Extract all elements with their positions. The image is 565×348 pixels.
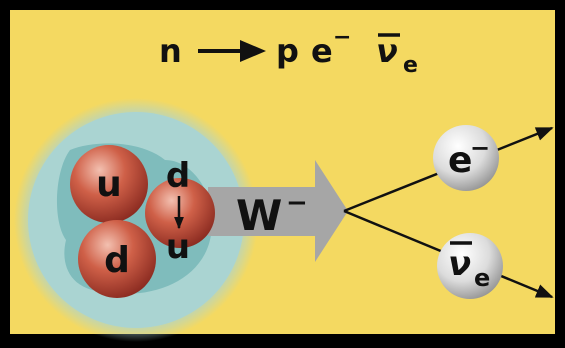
quark-changing-to-label: u <box>166 227 190 267</box>
w-boson-arrow: W − <box>208 160 348 262</box>
equation-neutron: n <box>159 32 182 70</box>
quark-d-bottom: d <box>78 220 156 298</box>
electron: e − <box>433 125 499 191</box>
electron-charge: − <box>470 134 490 162</box>
equation-antineutrino-subscript: e <box>403 53 418 78</box>
equation-arrow <box>198 40 266 62</box>
quark-u-top: u <box>70 145 148 223</box>
decay-equation: n p e − ν e <box>159 25 418 78</box>
antineutrino: ν e <box>437 233 503 299</box>
antineutrino-label: ν <box>448 244 471 284</box>
equation-electron-charge: − <box>333 25 351 50</box>
equation-proton: p <box>276 32 299 70</box>
quark-d-bottom-label: d <box>104 240 130 281</box>
quark-changing-from-label: d <box>166 156 190 196</box>
antineutrino-subscript: e <box>474 264 490 292</box>
quark-changing: d u <box>145 156 215 267</box>
equation-antineutrino: ν <box>376 32 398 70</box>
equation-electron: e <box>311 32 333 70</box>
electron-label: e <box>448 140 472 181</box>
quark-u-top-label: u <box>96 164 122 205</box>
w-boson-charge: − <box>286 188 308 218</box>
w-boson-label: W <box>236 191 282 240</box>
